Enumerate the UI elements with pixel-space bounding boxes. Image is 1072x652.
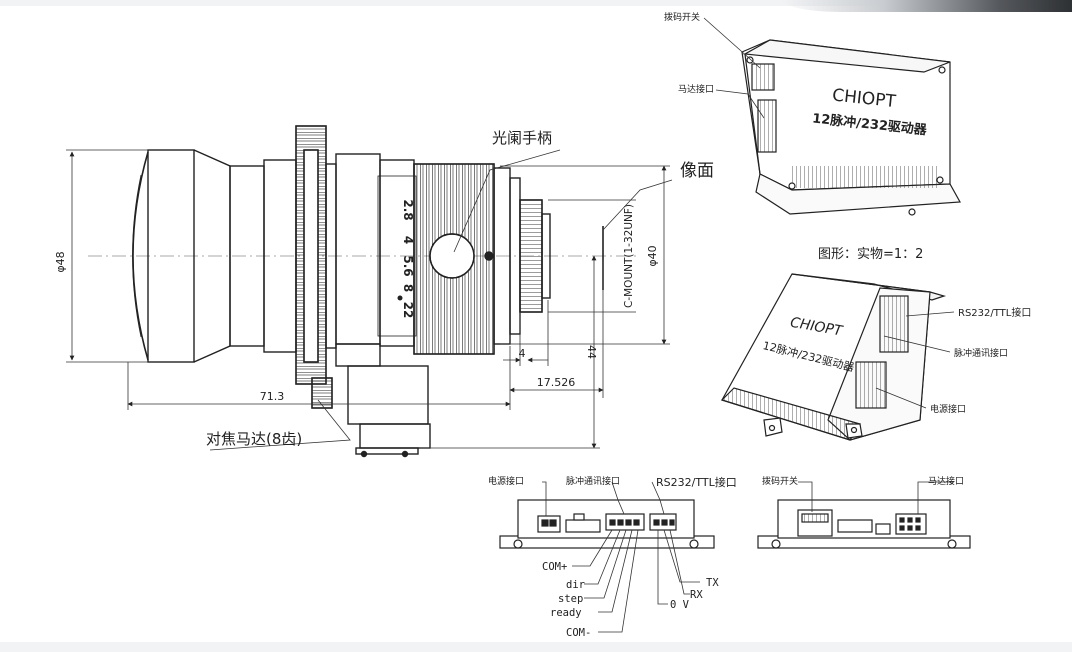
aperture-handle-label: 光阑手柄 (492, 129, 552, 147)
driver-panel-leaders (542, 481, 700, 633)
rs232-callout: RS232/TTL接口 (958, 306, 1031, 319)
driver-panel-labels: 电源接口 脉冲通讯接口 RS232/TTL接口 (488, 475, 737, 489)
c-mount-thread (519, 199, 543, 313)
scale-label: 图形：实物=1：2 (818, 247, 923, 262)
dim-4-label: 4 (519, 347, 526, 360)
f-stop-label: 2.8 (401, 199, 415, 220)
motor-port-label: 马达接口 (928, 475, 964, 487)
driver-panel-back-labels: 拨码开关 马达接口 (762, 475, 964, 487)
driver-panel-connectors (499, 499, 715, 549)
dia-40-label: φ40 (646, 245, 659, 266)
dip-switch-callout: 拨码开关 (664, 11, 700, 23)
front-glass (132, 151, 149, 361)
pin-com-minus: COM- (566, 627, 591, 639)
f-stop-label: 8 (401, 284, 415, 292)
dia-48-label: φ48 (54, 251, 67, 272)
pin-dir: dir (566, 579, 585, 591)
dim-17526-label: 17.526 (537, 376, 576, 389)
pin-ready: ready (550, 607, 582, 619)
dimension-texts: φ48 φ40 C-MOUNT(1-32UNF) 71.3 17.526 4 4… (54, 204, 659, 403)
rs232-port-label: RS232/TTL接口 (656, 476, 737, 489)
f-stop-label: 22 (401, 302, 415, 319)
corner-decoration (782, 0, 1072, 12)
driver-panel-back (757, 499, 971, 549)
top-strip (0, 0, 1072, 6)
driver-iso-front-leaders (703, 17, 765, 119)
c-mount-label: C-MOUNT(1-32UNF) (623, 204, 635, 308)
dim-44-label: 44 (585, 345, 598, 359)
pin-0v: 0 V (670, 599, 690, 611)
motor-port-callout: 马达接口 (678, 83, 714, 95)
driver-iso-back (720, 273, 947, 441)
dip-switch-label: 拨码开关 (762, 475, 798, 487)
driver-iso-front (741, 39, 961, 216)
lens-side-view (88, 125, 640, 458)
pin-step: step (558, 593, 583, 605)
pulse-port-label: 脉冲通讯接口 (566, 475, 620, 487)
driver-iso-back-leaders (875, 311, 955, 409)
pin-labels: COM+ dir step ready COM- TX RX 0 V (542, 561, 719, 639)
f-stop-label: 5.6 (401, 255, 415, 276)
focus-motor-body (347, 365, 429, 425)
f-stop-marker-dot (397, 295, 403, 301)
power-callout: 电源接口 (930, 403, 966, 415)
pin-tx: TX (706, 577, 719, 589)
f-stop-label: 4 (401, 236, 415, 244)
dimension-lines (66, 149, 673, 451)
f-stop-scale: 2.8 4 5.6 8 22 (397, 199, 415, 319)
pin-rx: RX (690, 589, 703, 601)
bottom-strip (0, 642, 1072, 652)
front-barrel (147, 149, 195, 363)
pulse-callout: 脉冲通讯接口 (954, 347, 1008, 359)
pin-com-plus: COM+ (542, 561, 567, 573)
driver-panel-back-leaders (798, 481, 954, 514)
image-plane-label: 像面 (680, 161, 714, 181)
focus-motor-label: 对焦马达(8齿) (206, 430, 302, 448)
dim-713-label: 71.3 (260, 390, 285, 403)
power-port-label: 电源接口 (488, 475, 524, 487)
callout-labels: 光阑手柄 像面 对焦马达(8齿) 图形：实物=1：2 (206, 129, 923, 448)
